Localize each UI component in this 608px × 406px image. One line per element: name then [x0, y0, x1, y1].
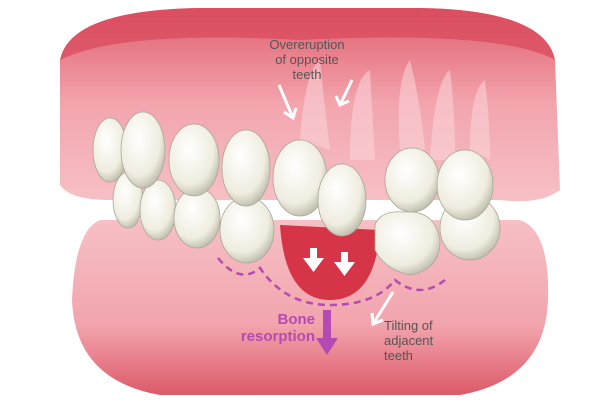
- missing-tooth-socket: [280, 225, 380, 300]
- upper-gum-shadow: [60, 8, 555, 60]
- bone-resorption-line-1: Bone: [277, 311, 316, 328]
- bone-resorption-label: Bone resorption: [215, 311, 315, 345]
- upper-teeth: [92, 111, 494, 237]
- tilting-line-3: teeth: [384, 348, 413, 363]
- tilting-arrow: [370, 291, 395, 327]
- bone-resorption-line: [217, 257, 446, 307]
- bone-resorption-arrow: [316, 310, 338, 355]
- tilting-line-2: adjacent: [384, 333, 434, 348]
- overeruption-arrows: [277, 79, 354, 121]
- overeruption-line-2: of opposite: [275, 52, 339, 67]
- tilting-line-1: Tilting of: [384, 318, 433, 333]
- tilting-label: Tilting of adjacent teeth: [384, 318, 464, 363]
- overeruption-line-1: Overeruption: [269, 37, 345, 52]
- tooth-roots: [300, 60, 490, 160]
- overeruption-label: Overeruption of opposite teeth: [262, 37, 352, 82]
- overeruption-line-3: teeth: [292, 67, 322, 82]
- bone-resorption-line-2: resorption: [240, 328, 315, 345]
- extrusion-arrows: [303, 248, 355, 276]
